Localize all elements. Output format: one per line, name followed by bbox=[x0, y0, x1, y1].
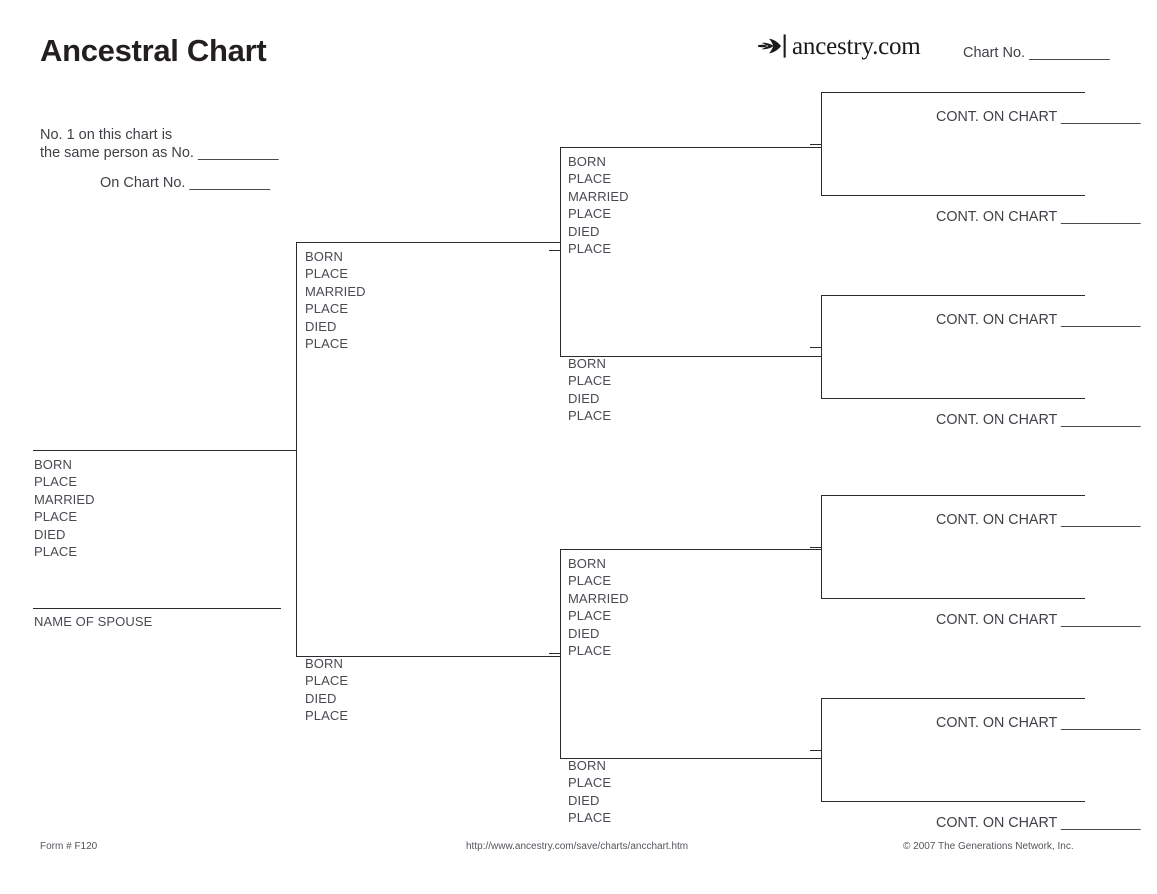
bracket-gen3-to-gen4-a bbox=[821, 92, 822, 195]
field-married: MARRIED bbox=[305, 283, 366, 299]
person-6-fields: BORN PLACE MARRIED PLACE DIED PLACE bbox=[568, 555, 629, 659]
field-died: DIED bbox=[568, 223, 600, 239]
cont-5-rule[interactable] bbox=[821, 495, 1085, 496]
field-place: PLACE bbox=[305, 266, 349, 282]
cont-2-rule[interactable] bbox=[821, 195, 1085, 196]
connector-stub-d bbox=[810, 750, 822, 751]
field-born: BORN bbox=[305, 249, 343, 264]
person-2-fields: BORN PLACE MARRIED PLACE DIED PLACE bbox=[305, 248, 366, 352]
field-died: DIED bbox=[568, 792, 600, 808]
person-3-name-rule[interactable] bbox=[296, 656, 561, 657]
cont-8-rule[interactable] bbox=[821, 801, 1085, 802]
field-place-2: PLACE bbox=[34, 509, 78, 525]
cont-6-rule[interactable] bbox=[821, 598, 1085, 599]
field-place-2: PLACE bbox=[568, 810, 612, 826]
field-place-2: PLACE bbox=[568, 408, 612, 424]
field-married: MARRIED bbox=[568, 590, 629, 606]
person-2-name-rule[interactable] bbox=[296, 242, 561, 243]
footer-form-number: Form # F120 bbox=[40, 841, 98, 852]
person-5-fields: BORN PLACE DIED PLACE bbox=[568, 355, 611, 425]
person-7-name-rule[interactable] bbox=[560, 758, 822, 759]
cont-on-chart-2[interactable]: CONT. ON CHART __________ bbox=[936, 209, 1141, 225]
cont-on-chart-4[interactable]: CONT. ON CHART __________ bbox=[936, 412, 1141, 428]
cont-7-rule[interactable] bbox=[821, 698, 1085, 699]
ancestry-leaf-icon bbox=[757, 33, 791, 59]
field-married: MARRIED bbox=[568, 188, 629, 204]
cont-on-chart-5[interactable]: CONT. ON CHART __________ bbox=[936, 512, 1141, 528]
chart-no-field[interactable]: Chart No. __________ bbox=[963, 45, 1110, 61]
cont-4-rule[interactable] bbox=[821, 398, 1085, 399]
ancestry-brand-logo: ancestry.com bbox=[757, 31, 921, 61]
bracket-gen3-to-gen4-c bbox=[821, 495, 822, 598]
cont-on-chart-8[interactable]: CONT. ON CHART __________ bbox=[936, 815, 1141, 831]
bracket-gen3-to-gen4-d bbox=[821, 698, 822, 801]
bracket-gen1-to-gen2 bbox=[296, 242, 297, 656]
connector-stub-c bbox=[810, 547, 822, 548]
person-1-fields: BORN PLACE MARRIED PLACE DIED PLACE bbox=[34, 456, 95, 560]
bracket-gen3-to-gen4-b bbox=[821, 295, 822, 398]
cont-on-chart-1[interactable]: CONT. ON CHART __________ bbox=[936, 109, 1141, 125]
field-place: PLACE bbox=[305, 673, 349, 689]
field-born: BORN bbox=[305, 656, 343, 671]
person-5-name-rule[interactable] bbox=[560, 356, 822, 357]
bracket-gen2father-to-gen3 bbox=[560, 147, 561, 356]
field-born: BORN bbox=[568, 154, 606, 169]
person-6-name-rule[interactable] bbox=[560, 549, 822, 550]
connector-stub-gen2-mother bbox=[549, 653, 561, 654]
footer-copyright: © 2007 The Generations Network, Inc. bbox=[903, 841, 1074, 852]
field-died: DIED bbox=[305, 690, 337, 706]
person-1-name-rule[interactable] bbox=[33, 450, 297, 451]
connector-stub-gen1 bbox=[285, 450, 297, 451]
field-place: PLACE bbox=[568, 775, 612, 791]
cont-3-rule[interactable] bbox=[821, 295, 1085, 296]
footer-url[interactable]: http://www.ancestry.com/save/charts/ancc… bbox=[466, 841, 689, 852]
connector-stub-b bbox=[810, 347, 822, 348]
field-place: PLACE bbox=[568, 373, 612, 389]
field-born: BORN bbox=[568, 356, 606, 371]
cont-1-rule[interactable] bbox=[821, 92, 1085, 93]
field-place: PLACE bbox=[568, 573, 612, 589]
person-4-fields: BORN PLACE MARRIED PLACE DIED PLACE bbox=[568, 153, 629, 257]
field-place-3: PLACE bbox=[568, 643, 612, 659]
field-place-3: PLACE bbox=[305, 336, 349, 352]
field-place-2: PLACE bbox=[305, 301, 349, 317]
field-place: PLACE bbox=[34, 474, 78, 490]
field-place-3: PLACE bbox=[568, 241, 612, 257]
cont-on-chart-7[interactable]: CONT. ON CHART __________ bbox=[936, 715, 1141, 731]
field-place: PLACE bbox=[568, 171, 612, 187]
person-3-fields: BORN PLACE DIED PLACE bbox=[305, 655, 348, 725]
field-died: DIED bbox=[568, 390, 600, 406]
field-born: BORN bbox=[568, 556, 606, 571]
field-died: DIED bbox=[568, 625, 600, 641]
connector-stub-gen2-father bbox=[549, 250, 561, 251]
field-born: BORN bbox=[568, 758, 606, 773]
field-died: DIED bbox=[305, 318, 337, 334]
field-place-2: PLACE bbox=[305, 708, 349, 724]
note-line-2[interactable]: the same person as No. __________ bbox=[40, 145, 279, 161]
person-4-name-rule[interactable] bbox=[560, 147, 822, 148]
field-married: MARRIED bbox=[34, 491, 95, 507]
person-1-spouse-caption: NAME OF SPOUSE bbox=[34, 614, 153, 629]
field-place-2: PLACE bbox=[568, 206, 612, 222]
person-7-fields: BORN PLACE DIED PLACE bbox=[568, 757, 611, 827]
person-1-spouse-rule[interactable] bbox=[33, 608, 281, 609]
cont-on-chart-3[interactable]: CONT. ON CHART __________ bbox=[936, 312, 1141, 328]
field-place-3: PLACE bbox=[34, 544, 78, 560]
field-place-2: PLACE bbox=[568, 608, 612, 624]
note-line-3[interactable]: On Chart No. __________ bbox=[100, 175, 271, 191]
note-line-1: No. 1 on this chart is bbox=[40, 127, 173, 143]
field-born: BORN bbox=[34, 457, 72, 472]
cont-on-chart-6[interactable]: CONT. ON CHART __________ bbox=[936, 612, 1141, 628]
field-died: DIED bbox=[34, 526, 66, 542]
ancestry-brand-text: ancestry.com bbox=[792, 32, 921, 60]
connector-stub-a bbox=[810, 144, 822, 145]
page-title: Ancestral Chart bbox=[40, 33, 267, 68]
